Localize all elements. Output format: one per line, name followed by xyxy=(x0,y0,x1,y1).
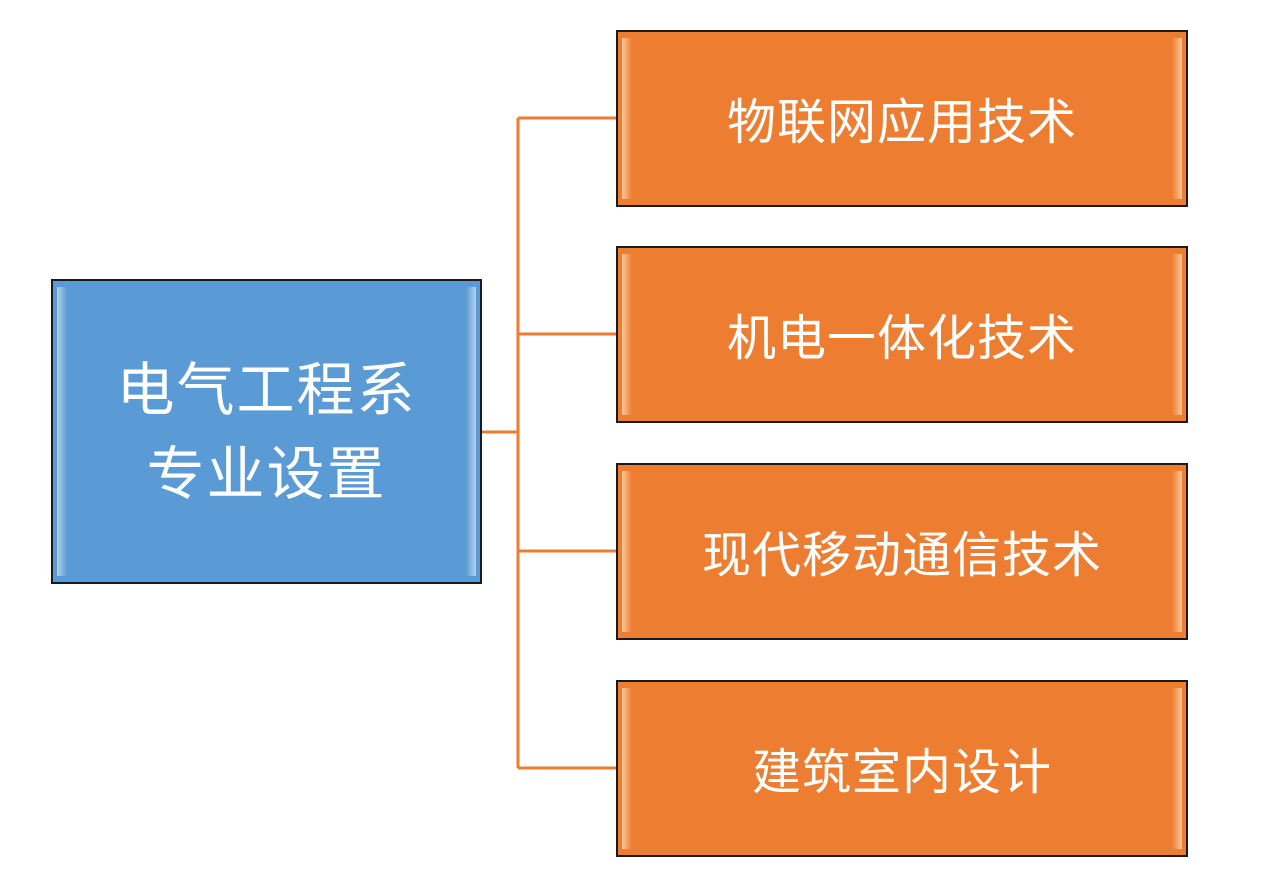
child-node-label: 物联网应用技术 xyxy=(726,94,1077,151)
child-node-label: 现代移动通信技术 xyxy=(701,527,1102,584)
root-title-line-2: 专业设置 xyxy=(146,439,387,508)
child-node-4: 建筑室内设计 xyxy=(616,680,1188,857)
root-node: 电气工程系 专业设置 xyxy=(51,279,482,584)
child-node-3: 现代移动通信技术 xyxy=(616,463,1188,640)
root-title-line-1: 电气工程系 xyxy=(116,355,417,424)
child-node-1: 物联网应用技术 xyxy=(616,30,1188,207)
root-node-text: 电气工程系 专业设置 xyxy=(116,348,416,516)
child-node-label: 机电一体化技术 xyxy=(726,310,1077,367)
child-node-2: 机电一体化技术 xyxy=(616,246,1188,423)
child-node-label: 建筑室内设计 xyxy=(751,744,1052,801)
